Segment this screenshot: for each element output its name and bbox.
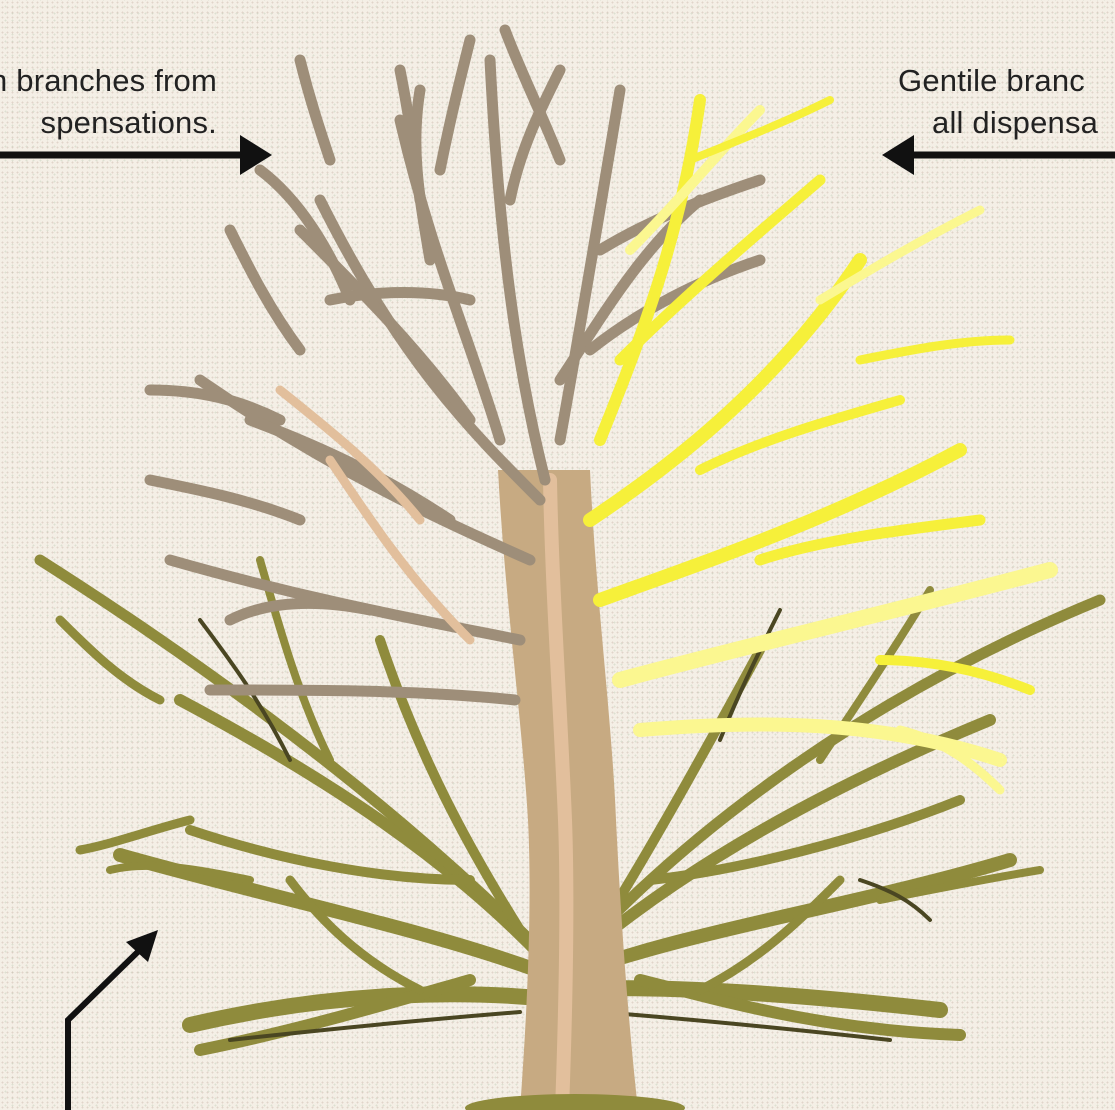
- jewish-branch: [150, 480, 300, 520]
- jewish-branch: [230, 603, 370, 620]
- jewish-branch: [440, 40, 470, 170]
- jewish-branch-highlight: [280, 390, 420, 520]
- root-branch: [380, 640, 520, 930]
- root-branch: [575, 720, 990, 960]
- root-branch: [80, 820, 190, 850]
- jewish-branch: [330, 293, 470, 301]
- root-arrow-shaft: [68, 940, 150, 1110]
- gentile-branches: [590, 100, 1050, 790]
- gentile-label-line-1: Gentile branc: [898, 60, 1098, 102]
- jewish-branch: [230, 230, 300, 350]
- jewish-branch: [170, 560, 520, 640]
- jewish-branch: [560, 90, 620, 440]
- jewish-branches: [150, 30, 760, 700]
- gentile-branch: [620, 180, 820, 360]
- jewish-branch: [300, 60, 330, 160]
- gentile-branches-label: Gentile branc all dispensa: [898, 60, 1098, 144]
- jewish-label-line-2: spensations.: [0, 102, 217, 144]
- gentile-branch: [620, 570, 1050, 680]
- jewish-label-line-1: n branches from: [0, 60, 217, 102]
- gentile-branch: [820, 210, 980, 300]
- gentile-label-line-2: all dispensa: [898, 102, 1098, 144]
- trunk-base: [465, 1094, 685, 1110]
- jewish-branches-label: n branches from spensations.: [0, 60, 217, 144]
- jewish-branch: [150, 390, 280, 420]
- gentile-branch: [860, 340, 1010, 360]
- gentile-branch: [880, 660, 1030, 690]
